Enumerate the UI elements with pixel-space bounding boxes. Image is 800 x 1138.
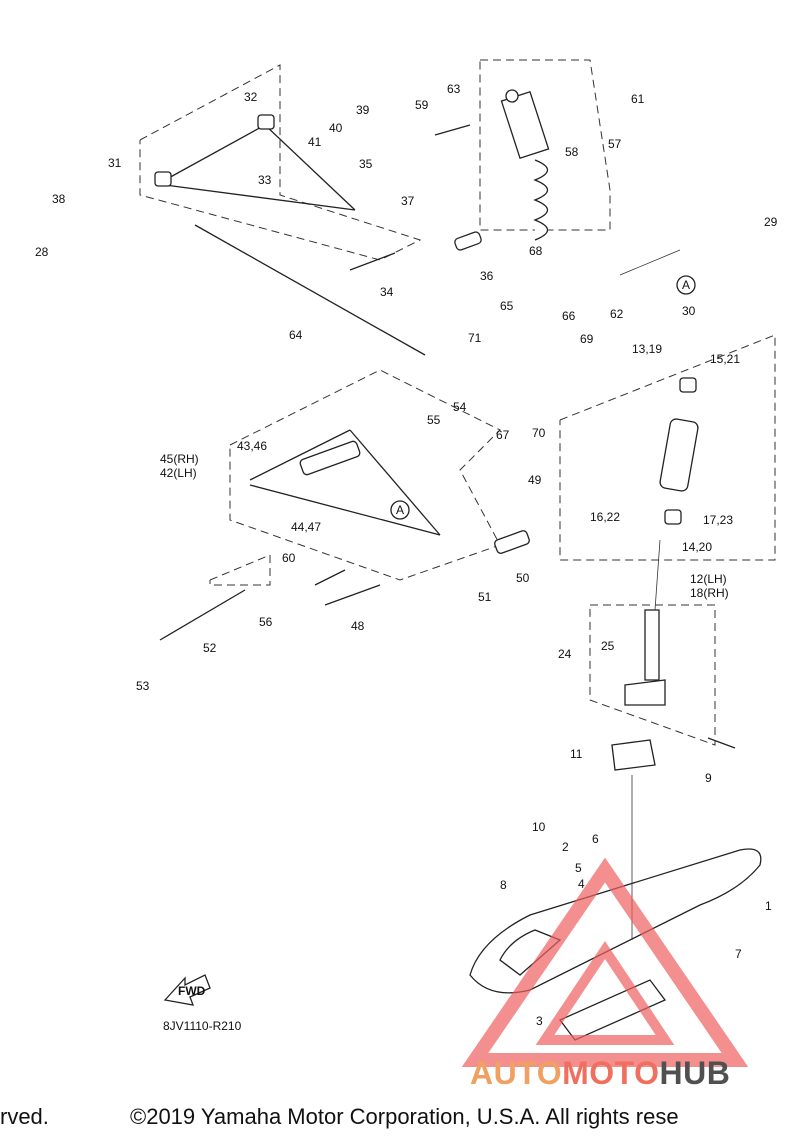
group-box-spindle xyxy=(589,604,716,746)
part-label: 1 xyxy=(765,899,772,913)
part-label: 68 xyxy=(529,244,543,258)
copyright-text: ©2019 Yamaha Motor Corporation, U.S.A. A… xyxy=(130,1104,679,1129)
part-label: 16,22 xyxy=(590,510,620,524)
fwd-label: FWD xyxy=(178,984,206,998)
spindle xyxy=(611,609,736,771)
part-label: 50 xyxy=(516,571,530,585)
part-label: 17,23 xyxy=(703,513,733,527)
sleeve-36 xyxy=(454,231,482,251)
lower-link-bolt xyxy=(159,589,246,641)
part-label: 28 xyxy=(35,245,49,259)
leader-line xyxy=(654,539,661,611)
part-label: 31 xyxy=(108,156,122,170)
part-label: 49 xyxy=(528,473,542,487)
diagram-code: 8JV1110-R210 xyxy=(163,1019,242,1033)
upper-a-arm xyxy=(154,114,356,211)
part-label: 61 xyxy=(631,92,645,106)
part-label: 39 xyxy=(356,103,370,117)
part-label: 59 xyxy=(415,98,429,112)
fwd-arrow-icon: FWD xyxy=(163,974,211,1006)
sleeve-50 xyxy=(494,530,530,554)
part-label: 24 xyxy=(558,647,572,661)
part-label: 52 xyxy=(203,641,217,655)
part-label: 64 xyxy=(289,328,303,342)
part-label: 18(RH) xyxy=(690,586,729,600)
part-label: 51 xyxy=(478,590,492,604)
part-label: 45(RH) xyxy=(160,452,199,466)
part-label: 71 xyxy=(468,331,482,345)
ref-marker-a-upper xyxy=(676,275,696,295)
part-label: 25 xyxy=(601,639,615,653)
part-label: 43,46 xyxy=(237,439,267,453)
footer-left-text: rved. xyxy=(0,1104,49,1129)
part-label: 40 xyxy=(329,121,343,135)
lower-a-arm xyxy=(249,429,441,536)
part-label: 13,19 xyxy=(632,342,662,356)
footer: rved. ©2019 Yamaha Motor Corporation, U.… xyxy=(0,1100,800,1138)
steering-knuckle xyxy=(659,377,699,525)
part-label: 2 xyxy=(562,840,569,854)
bolt-34 xyxy=(349,252,396,271)
ref-marker-a-text: A xyxy=(396,503,404,517)
part-label: 33 xyxy=(258,173,272,187)
group-box-upper-arm xyxy=(139,64,422,261)
bolt-60 xyxy=(314,569,346,586)
part-label: 38 xyxy=(52,192,66,206)
part-label: 5 xyxy=(575,861,582,875)
group-box-shock xyxy=(479,59,611,231)
part-label: 32 xyxy=(244,90,258,104)
watermark-part-2: MOTO xyxy=(562,1055,660,1091)
part-label: 66 xyxy=(562,309,576,323)
part-label: 4 xyxy=(578,877,585,891)
part-label: 34 xyxy=(380,285,394,299)
part-label: 36 xyxy=(480,269,494,283)
group-box-lower-link xyxy=(209,554,271,586)
ref-marker-a-text: A xyxy=(682,278,690,292)
part-label: 15,21 xyxy=(710,352,740,366)
part-label: 3 xyxy=(536,1014,543,1028)
part-label: 54 xyxy=(453,400,467,414)
shock-absorber xyxy=(500,89,550,241)
part-label: 58 xyxy=(565,145,579,159)
part-label: 55 xyxy=(427,413,441,427)
part-label: 69 xyxy=(580,332,594,346)
part-label: 62 xyxy=(610,307,624,321)
part-label: 10 xyxy=(532,820,546,834)
part-label: 60 xyxy=(282,551,296,565)
part-label: 63 xyxy=(447,82,461,96)
part-label: 6 xyxy=(592,832,599,846)
ref-marker-a-lower xyxy=(390,500,410,520)
part-label: 42(LH) xyxy=(160,466,197,480)
part-label: 30 xyxy=(682,304,696,318)
watermark-logo xyxy=(461,857,749,1067)
part-label: 65 xyxy=(500,299,514,313)
bolt-48 xyxy=(324,584,381,606)
part-label: 35 xyxy=(359,157,373,171)
part-label: 56 xyxy=(259,615,273,629)
tie-rod xyxy=(194,224,426,356)
part-label: 44,47 xyxy=(291,520,321,534)
part-label: 70 xyxy=(532,426,546,440)
leader-line xyxy=(619,249,681,276)
part-label: 8 xyxy=(500,878,507,892)
part-label: 41 xyxy=(308,135,322,149)
bolt-59 xyxy=(434,124,471,136)
part-label: 37 xyxy=(401,194,415,208)
part-label: 7 xyxy=(735,947,742,961)
part-label: 48 xyxy=(351,619,365,633)
watermark-part-3: HUB xyxy=(659,1055,731,1091)
part-label: 12(LH) xyxy=(690,572,727,586)
watermark-part-1: AUTO xyxy=(470,1055,563,1091)
part-label: 67 xyxy=(496,428,510,442)
part-label: 14,20 xyxy=(682,540,712,554)
group-box-knuckle xyxy=(559,334,776,561)
part-label: 9 xyxy=(705,771,712,785)
part-label: 53 xyxy=(136,679,150,693)
part-label: 57 xyxy=(608,137,622,151)
watermark-text: AUTOMOTOHUB xyxy=(470,1055,730,1092)
part-label: 11 xyxy=(570,747,583,761)
part-label: 29 xyxy=(764,215,778,229)
